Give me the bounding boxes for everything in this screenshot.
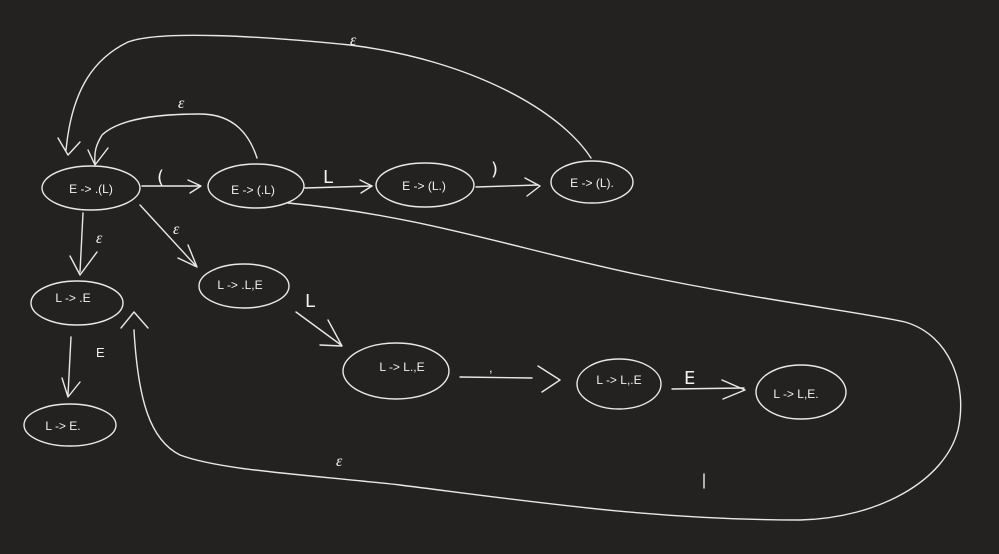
- edge-close-paren: [475, 184, 539, 188]
- edge-label-open-paren: (: [157, 167, 164, 188]
- state-label: L -> .E: [55, 291, 90, 305]
- edge-label-E: E: [96, 345, 105, 360]
- state-label: E -> .(L): [69, 182, 113, 196]
- edge-E-right-arrowhead: [721, 379, 746, 400]
- edge-E-down: [67, 336, 72, 396]
- state-node: L -> .L,E: [198, 263, 290, 309]
- state-node: E -> (.L): [207, 163, 305, 209]
- edge-epsilon-big-loop-arrowhead: [120, 311, 149, 329]
- state-node: L -> L,E.: [755, 364, 847, 420]
- edge-epsilon-inner-loop: [94, 113, 258, 164]
- edge-label-E: E: [684, 368, 695, 389]
- edge-comma: [459, 376, 533, 379]
- state-label: E -> (.L): [231, 183, 275, 197]
- edge-label-epsilon: ε: [350, 32, 357, 49]
- edge-epsilon-diag-arrowhead: [177, 244, 198, 268]
- edge-epsilon-big-loop: [133, 202, 962, 521]
- edge-labels: ε ε ( L ) ε ε E L , E ε: [96, 32, 695, 470]
- edge-L-2-arrowhead: [319, 319, 343, 347]
- edge-comma-arrowhead: [537, 365, 561, 393]
- state-label: L -> L,E.: [773, 387, 818, 401]
- state-label: E -> (L.): [402, 179, 446, 193]
- state-label: L -> .L,E: [217, 278, 262, 292]
- edge-L-1-arrowhead: [359, 179, 373, 194]
- state-node: E -> (L).: [550, 160, 634, 204]
- edge-L-2: [295, 311, 342, 346]
- edge-E-down-arrowhead: [61, 377, 81, 398]
- state-node: E -> .(L): [41, 165, 141, 211]
- edge-epsilon-outer-loop: [65, 34, 592, 159]
- edge-label-epsilon: ε: [173, 221, 180, 238]
- state-label: L -> E.: [45, 419, 80, 433]
- state-node: L -> E.: [23, 403, 117, 447]
- state-node: L -> L,.E: [576, 358, 662, 410]
- edge-label-close-paren: ): [491, 159, 498, 180]
- edge-open-paren-arrowhead: [187, 179, 202, 194]
- nodes: E -> .(L) E -> (.L) E -> (L.) E -> (L). …: [23, 160, 847, 447]
- edge-epsilon-down: [79, 212, 84, 273]
- edge-label-L: L: [323, 167, 333, 188]
- state-label: E -> (L).: [570, 176, 614, 190]
- edge-E-right: [671, 387, 745, 390]
- edge-label-epsilon: ε: [336, 453, 343, 470]
- state-label: L -> L,.E: [596, 373, 641, 387]
- edge-label-epsilon: ε: [178, 95, 185, 112]
- edge-label-L: L: [305, 291, 315, 312]
- edge-label-comma: ,: [489, 360, 493, 375]
- state-label: L -> L.,E: [379, 360, 424, 374]
- edge-label-epsilon: ε: [96, 230, 103, 247]
- edge-close-paren-arrowhead: [524, 177, 541, 197]
- state-node: L -> L.,E: [342, 342, 450, 400]
- state-node: E -> (L.): [375, 162, 475, 208]
- edge-epsilon-down-arrowhead: [69, 251, 98, 276]
- edge-epsilon-diag: [139, 204, 197, 267]
- edge-epsilon-inner-arrowhead: [87, 147, 109, 166]
- edges: [57, 34, 962, 521]
- edge-L-1: [304, 185, 373, 189]
- state-node: L -> .E: [30, 280, 124, 326]
- edge-epsilon-outer-arrowhead: [57, 137, 81, 156]
